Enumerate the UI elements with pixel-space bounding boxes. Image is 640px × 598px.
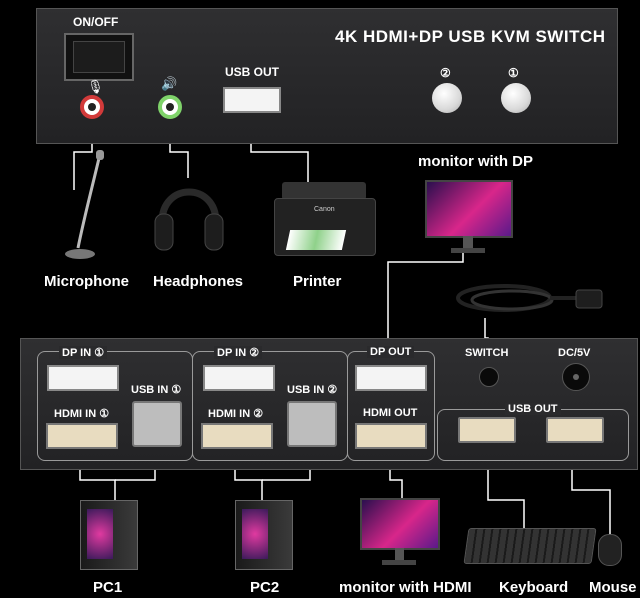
pc2-label: PC2: [250, 579, 280, 596]
usb-out-port-1[interactable]: [458, 417, 516, 443]
dp-in-2-port[interactable]: [203, 365, 275, 391]
hdmi-out-port[interactable]: [355, 423, 427, 449]
hdmi-in-2-port[interactable]: [201, 423, 273, 449]
dp-cable-image: [456, 284, 603, 312]
dp-out-label: DP OUT: [367, 346, 415, 358]
select-button-2[interactable]: [432, 83, 462, 113]
speaker-icon: 🔊: [161, 76, 178, 91]
dp-in-2-label: DP IN ②: [214, 346, 263, 359]
kvm-rear-panel: DP IN ① USB IN ① HDMI IN ① DP IN ② USB I…: [20, 338, 638, 470]
printer-brand: Canon: [314, 206, 335, 213]
microphone-label: Microphone: [44, 273, 129, 290]
switch-label: SWITCH: [465, 347, 509, 359]
power-switch[interactable]: [64, 33, 134, 81]
mic-jack[interactable]: [80, 95, 104, 119]
microphone-image: [65, 150, 104, 259]
pc1-label: PC1: [93, 579, 123, 596]
monitor-hdmi-label: monitor with HDMI: [339, 579, 472, 596]
usb-out-port-2[interactable]: [546, 417, 604, 443]
monitor-hdmi-image: [360, 498, 440, 570]
power-label: ON/OFF: [73, 15, 119, 29]
hdmi-in-1-label: HDMI IN ①: [54, 408, 110, 420]
mouse-image: [598, 534, 622, 566]
hdmi-out-label: HDMI OUT: [363, 407, 418, 419]
keyboard-cable: [487, 440, 525, 528]
button-1-label: ①: [508, 66, 519, 80]
button-2-label: ②: [440, 66, 451, 80]
panel-title: 4K HDMI+DP USB KVM SWITCH: [335, 27, 606, 46]
usb-in-1-label: USB IN ①: [131, 384, 182, 396]
switch-port[interactable]: [479, 367, 499, 387]
dc-port[interactable]: [562, 363, 590, 391]
keyboard-image: [463, 528, 597, 564]
usb-out-label-bottom: USB OUT: [505, 403, 561, 415]
keyboard-label: Keyboard: [499, 579, 569, 596]
dp-monitor-cable: [387, 253, 464, 362]
pc2-image: [235, 500, 293, 570]
usb-in-1-port[interactable]: [132, 401, 182, 447]
pc1-image: [80, 500, 138, 570]
hdmi-in-1-port[interactable]: [46, 423, 118, 449]
dp-in-1-label: DP IN ①: [59, 346, 108, 359]
hdmi-in-2-label: HDMI IN ②: [208, 408, 264, 420]
dp-in-1-port[interactable]: [47, 365, 119, 391]
headphones-label: Headphones: [153, 273, 244, 290]
usb-in-2-label: USB IN ②: [287, 384, 338, 396]
usb-out-port-top[interactable]: [223, 87, 281, 113]
dp-out-port[interactable]: [355, 365, 427, 391]
monitor-dp-label: monitor with DP: [418, 153, 533, 170]
printer-image: Canon: [274, 182, 376, 258]
mic-icon: 🎙: [87, 79, 104, 94]
mouse-label: Mouse: [589, 579, 637, 596]
kvm-front-panel: 4K HDMI+DP USB KVM SWITCH ON/OFF 🎙 🔊 USB…: [36, 8, 618, 144]
usb-out-label-top: USB OUT: [225, 65, 279, 79]
headphone-jack[interactable]: [158, 95, 182, 119]
usb-in-2-port[interactable]: [287, 401, 337, 447]
printer-label: Printer: [293, 273, 342, 290]
select-button-1[interactable]: [501, 83, 531, 113]
headphones-image: [154, 188, 224, 251]
dc-label: DC/5V: [558, 347, 591, 359]
monitor-dp-image: [425, 180, 513, 258]
